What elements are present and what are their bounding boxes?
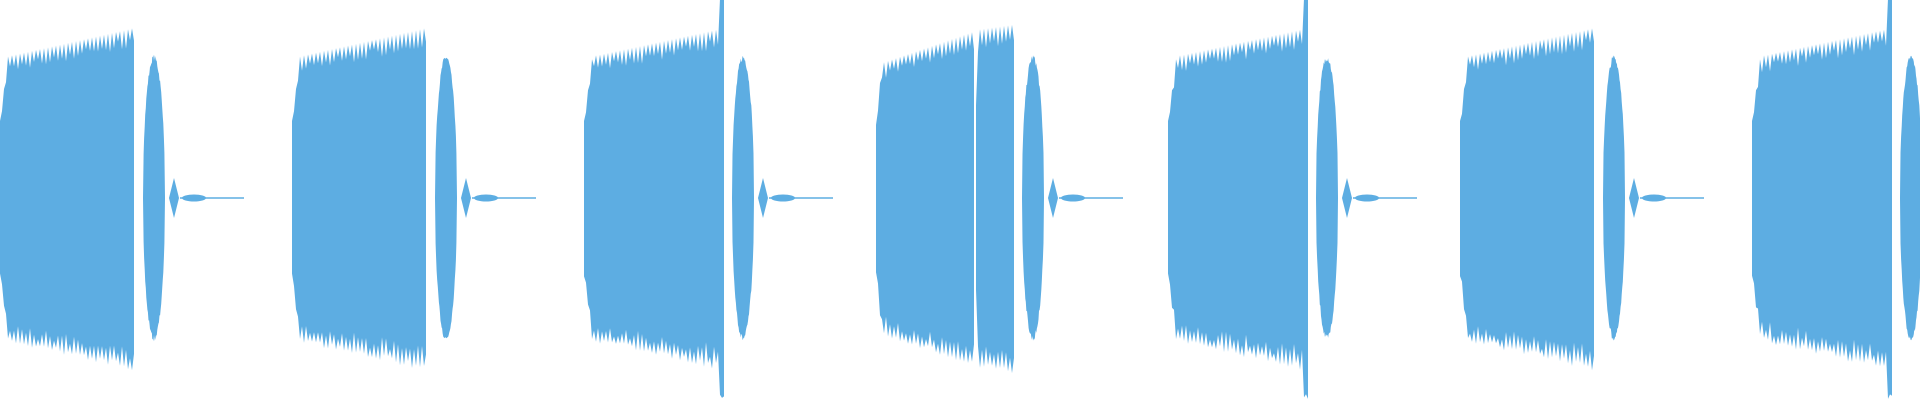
waveform-pulse (143, 54, 165, 342)
waveform-clip (584, 0, 833, 398)
waveform-burst (1752, 0, 1892, 399)
waveform-blip (1629, 178, 1639, 218)
waveform-blip (169, 178, 179, 218)
waveform-blip (461, 178, 471, 218)
waveform-burst (976, 24, 1014, 374)
waveform-burst (1460, 28, 1594, 371)
waveform-pulse (732, 56, 754, 340)
waveform-pulse (1316, 58, 1338, 338)
waveform-clip (876, 24, 1123, 374)
waveform-clip (292, 28, 536, 369)
waveform-blip (758, 178, 768, 218)
waveform-clip (1460, 28, 1704, 371)
waveform-pulse (435, 57, 457, 339)
waveform-burst (1168, 0, 1308, 399)
waveform-burst (584, 0, 724, 398)
waveform-burst (876, 32, 974, 363)
waveform-burst (292, 28, 426, 369)
waveform-clip (1168, 0, 1417, 399)
waveform-pulse (1603, 55, 1625, 341)
waveform-clip (0, 28, 244, 371)
waveform-clip (1752, 0, 1920, 399)
waveform-pulse (1900, 55, 1920, 341)
waveform-blip (1048, 178, 1058, 218)
waveform-pulse (1022, 55, 1044, 341)
waveform-burst (0, 28, 134, 371)
waveform-blip (1342, 178, 1352, 218)
